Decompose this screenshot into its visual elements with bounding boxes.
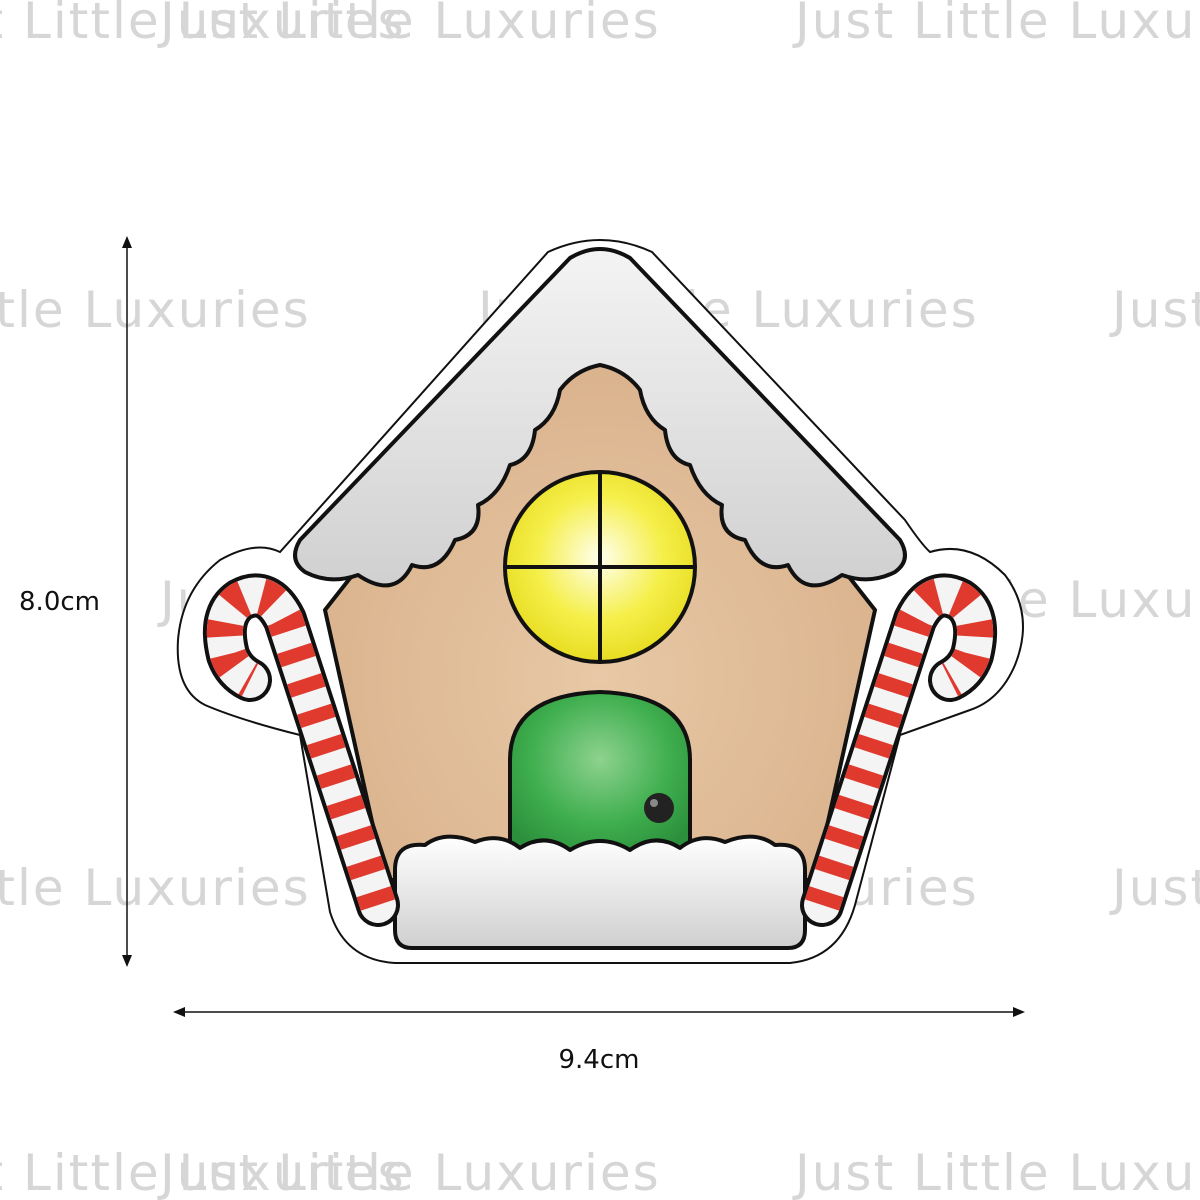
width-label: 9.4cm <box>559 1045 640 1075</box>
left-candy-cane <box>202 573 400 927</box>
width-dimension: 9.4cm <box>173 1007 1025 1075</box>
watermark-text: Just Little Luxuries <box>1109 859 1200 917</box>
watermark-text: Just Little Luxuries <box>792 1144 1200 1200</box>
right-candy-cane <box>800 573 998 927</box>
door-knob <box>644 793 674 823</box>
watermark-text: Just Little Luxuries <box>157 0 661 50</box>
green-door <box>508 689 692 862</box>
watermark-text: Just Little Luxuries <box>792 0 1200 50</box>
watermark-text: Just Little Luxuries <box>0 0 406 50</box>
height-label: 8.0cm <box>19 587 100 617</box>
height-dimension: 8.0cm <box>19 236 132 967</box>
roof-frosting <box>293 247 907 588</box>
watermark-text: Just Little Luxuries <box>0 1144 406 1200</box>
round-window <box>503 470 697 664</box>
watermark-text: Just Little Luxuries <box>0 859 311 917</box>
ground-snow <box>393 834 807 950</box>
watermark-text: Just Little Luxuries <box>0 281 311 339</box>
watermark-text: Just Little Luxuries <box>157 1144 661 1200</box>
watermark-text: Just Little Luxuries <box>1109 281 1200 339</box>
